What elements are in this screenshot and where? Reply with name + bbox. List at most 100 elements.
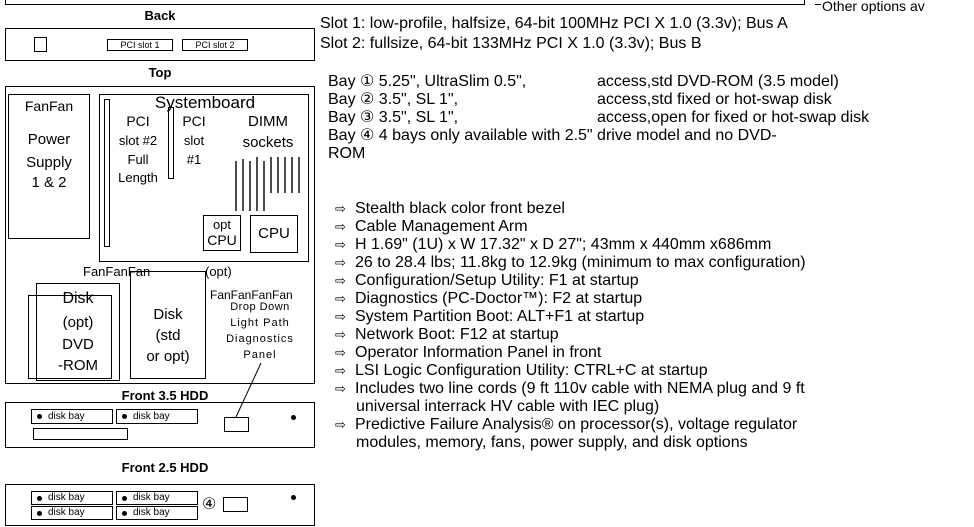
top-panel: FanFan Power Supply 1 & 2 Systemboard PC… [5, 86, 315, 384]
arrow-right-icon: ⇨ [335, 417, 346, 432]
bay-label: disk bay [48, 492, 85, 503]
front35-bay-1: disk bay [31, 409, 113, 424]
pci2-line-1: PCI [126, 113, 150, 129]
arrow-right-icon: ⇨ [335, 363, 346, 378]
bay-label: disk bay [133, 492, 170, 503]
opt-cpu-line-2: CPU [207, 232, 237, 248]
bay-label: disk bay [133, 411, 170, 422]
arrow-right-icon: ⇨ [335, 291, 346, 306]
bay-label: disk bay [48, 507, 85, 518]
front35-bay-2: disk bay [116, 409, 198, 424]
feature-text: universal interrack HV cable with IEC pl… [356, 398, 660, 415]
feature-item: ⇨Configuration/Setup Utility: F1 at star… [335, 272, 639, 290]
power-line-3: 1 & 2 [31, 174, 67, 191]
feature-text: Network Boot: F12 at startup [355, 326, 559, 343]
arrow-right-icon: ⇨ [335, 327, 346, 342]
arrow-right-icon: ⇨ [335, 255, 346, 270]
opt-cpu-box: opt CPU [203, 215, 241, 251]
feature-item: ⇨26 to 28.4 lbs; 11.8kg to 12.9kg (minim… [335, 254, 806, 272]
disk-left-front [28, 295, 112, 379]
panel-line-1: Drop Down [230, 301, 290, 313]
bay-2-label: Bay ② 3.5", SL 1", [328, 91, 459, 108]
bay-dot [37, 414, 42, 419]
panel-line-3: Diagnostics [226, 333, 294, 345]
systemboard-label: Systemboard [154, 93, 256, 112]
front35-light-panel [224, 417, 249, 432]
bay-dot [122, 496, 127, 501]
power-line-1: Power [27, 131, 71, 148]
feature-item: ⇨Stealth black color front bezel [335, 200, 565, 218]
slot-1-desc: Slot 1: low-profile, halfsize, 64-bit 10… [320, 15, 788, 32]
bay-3-label: Bay ③ 3.5", SL 1", [328, 109, 459, 126]
panel-line-2: Light Path [230, 317, 290, 329]
feature-text: H 1.69" (1U) x W 17.32" x D 27"; 43mm x … [355, 236, 772, 253]
arrow-right-icon: ⇨ [335, 273, 346, 288]
slot-2-desc: Slot 2: fullsize, 64-bit 133MHz PCI X 1.… [320, 35, 702, 52]
bay-label: disk bay [48, 411, 85, 422]
fans-mid: FanFanFan [83, 264, 151, 279]
feature-item: modules, memory, fans, power supply, and… [356, 434, 748, 452]
header-note: Other options av [822, 0, 925, 14]
bay-2-desc: access,std fixed or hot-swap disk [597, 91, 832, 108]
opt-label: (opt) [205, 264, 232, 279]
dimm-line-1: DIMM [248, 113, 288, 130]
dimm-line-2: sockets [242, 134, 294, 151]
bay-dot [37, 511, 42, 516]
disk-left-line-3: DVD [62, 336, 94, 353]
bay-dot [37, 496, 42, 501]
arrow-right-icon: ⇨ [335, 309, 346, 324]
arrow-right-icon: ⇨ [335, 219, 346, 234]
systemboard-box: Systemboard PCI slot #2 Full Length PCI … [99, 93, 309, 262]
pci2-line-4: Length [118, 170, 158, 185]
front35-dvd-slot [33, 428, 128, 440]
pci2-line-3: Full [127, 152, 149, 167]
pci1-line-1: PCI [182, 113, 206, 129]
opt-cpu-line-1: opt [212, 217, 232, 232]
arrow-right-icon: ⇨ [335, 237, 346, 252]
feature-text: Operator Information Panel in front [355, 344, 602, 361]
feature-text: Includes two line cords (9 ft 110v cable… [355, 380, 805, 397]
front25-light-panel [223, 497, 248, 512]
front25-title: Front 2.5 HDD [121, 460, 209, 475]
feature-text: modules, memory, fans, power supply, and… [356, 434, 748, 451]
panel-leader-line [235, 362, 262, 418]
cpu-label: CPU [258, 225, 290, 242]
feature-text: Stealth black color front bezel [355, 200, 565, 217]
feature-item: ⇨ Cable Management Arm [335, 218, 528, 236]
fans-right: FanFanFanFan [210, 288, 293, 302]
header-note-line [815, 4, 821, 5]
feature-item: ⇨ H 1.69" (1U) x W 17.32" x D 27"; 43mm x… [335, 236, 771, 254]
feature-item: ⇨ Predictive Failure Analysis® on process… [335, 416, 797, 434]
back-title: Back [144, 8, 176, 23]
dimm-sockets [235, 157, 300, 211]
bay-dot [122, 414, 127, 419]
disk-center-box: Disk (std or opt) [130, 271, 206, 379]
feature-item: ⇨Includes two line cords (9 ft 110v cabl… [335, 380, 805, 398]
feature-item: ⇨ System Partition Boot: ALT+F1 at startu… [335, 308, 644, 326]
bay-4-line-1: Bay ④ 4 bays only available with 2.5" dr… [328, 127, 777, 144]
back-panel: PCI slot 1 PCI slot 2 [5, 28, 315, 61]
disk-center-line-3: or opt) [146, 348, 190, 365]
front25-bay-3: disk bay [31, 506, 113, 520]
pci1-line-2: slot [183, 133, 205, 148]
bay-4-line-2: ROM [328, 145, 366, 162]
feature-text: LSI Logic Configuration Utility: CTRL+C … [355, 362, 708, 379]
bay-label: disk bay [133, 507, 170, 518]
feature-text: System Partition Boot: ALT+F1 at startup [355, 308, 645, 325]
front25-panel: disk bay disk bay disk bay disk bay ④ [5, 484, 315, 526]
disk-center-line-2: (std [155, 327, 181, 344]
pci-slot-2-card [104, 99, 110, 247]
front25-bay-1: disk bay [31, 491, 113, 505]
panel-line-4: Panel [243, 349, 277, 361]
power-supply-box: FanFan Power Supply 1 & 2 [8, 94, 90, 239]
back-port [34, 37, 47, 52]
feature-item: universal interrack HV cable with IEC pl… [356, 398, 659, 416]
feature-text: Diagnostics (PC-Doctor™): F2 at startup [355, 290, 643, 307]
front25-bay-4: disk bay [116, 506, 198, 520]
disk-left-line-2: (opt) [62, 314, 94, 331]
bay-dot [122, 511, 127, 516]
feature-text: Predictive Failure Analysis® on processo… [355, 416, 798, 433]
outer-frame [5, 0, 805, 5]
arrow-right-icon: ⇨ [335, 345, 346, 360]
feature-text: Cable Management Arm [355, 218, 528, 235]
